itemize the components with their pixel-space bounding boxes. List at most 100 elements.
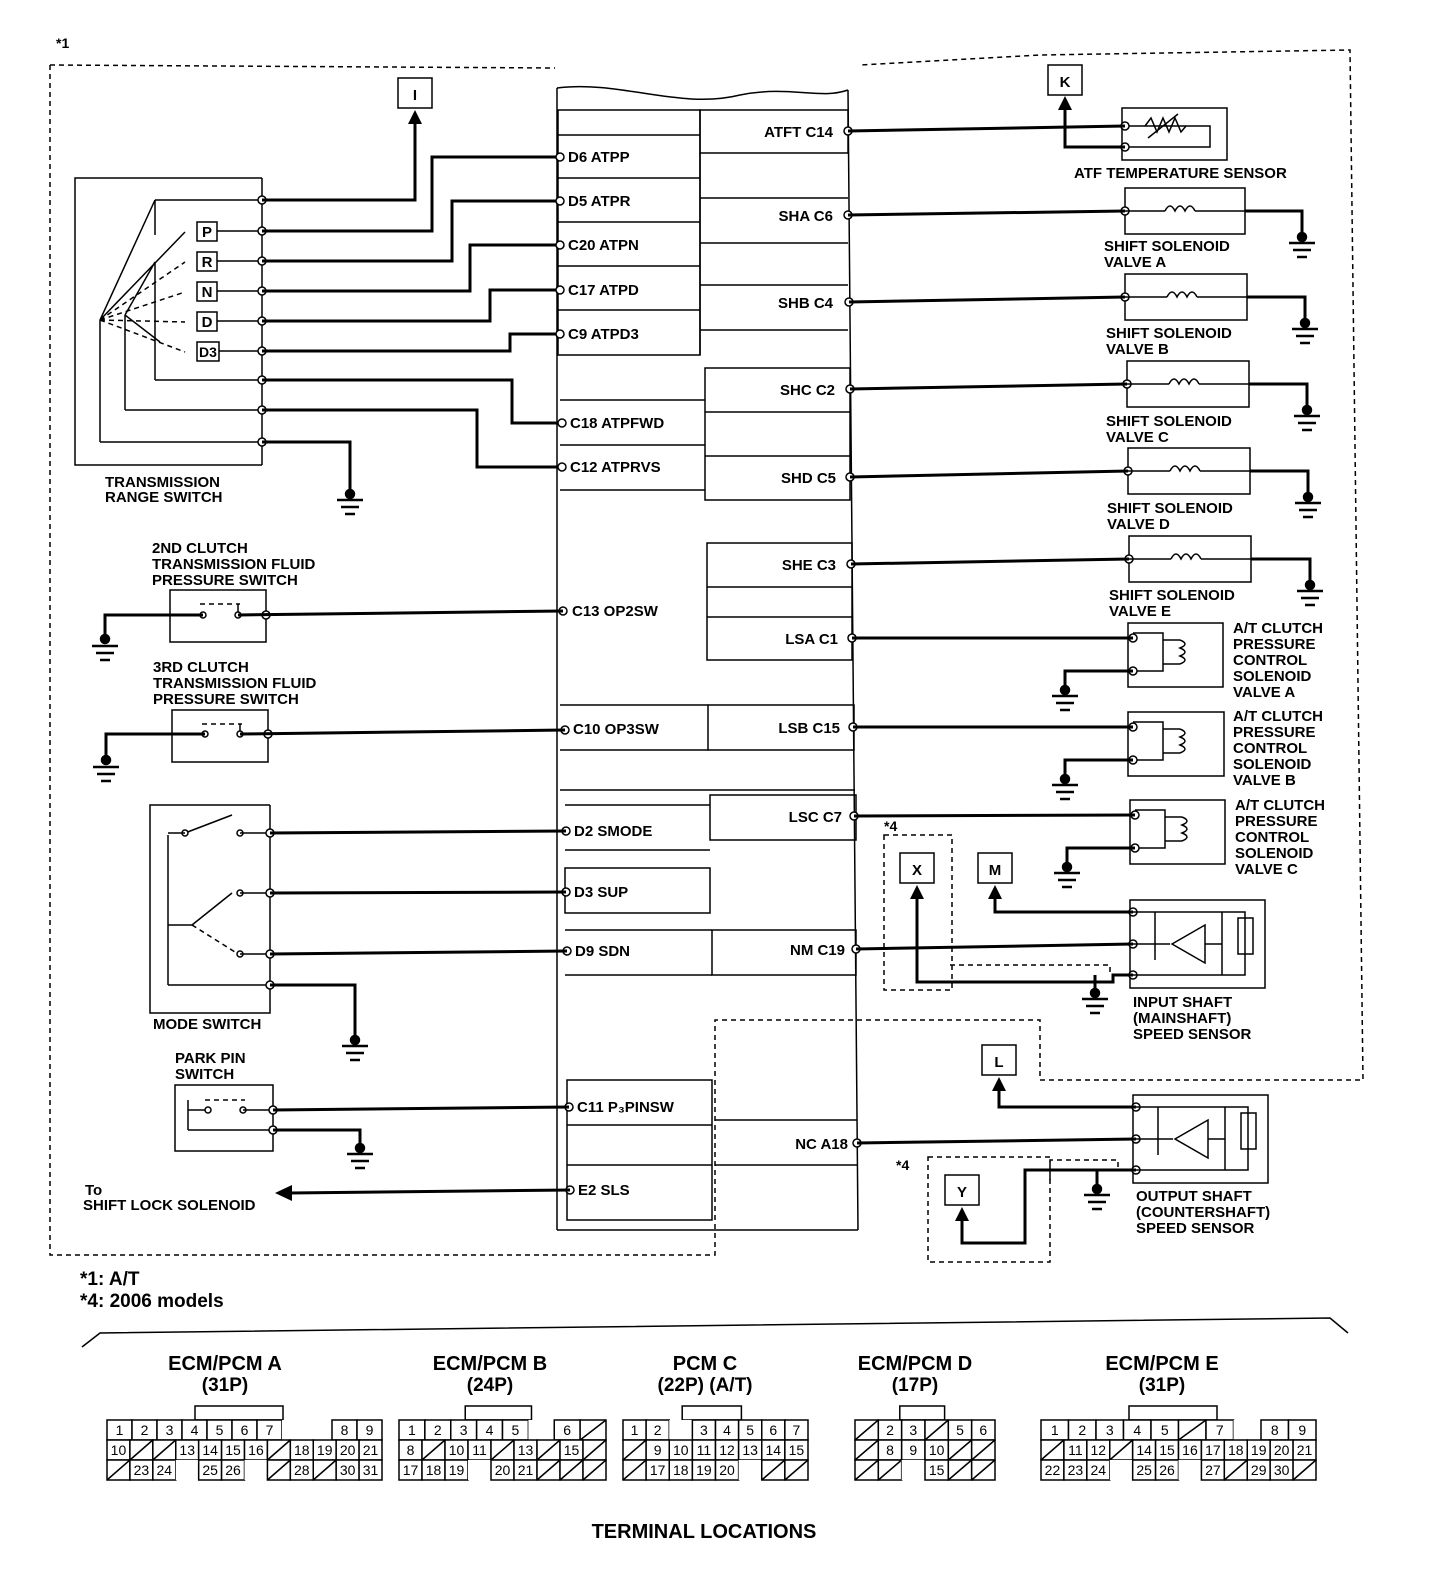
terminal-number: 3 — [700, 1422, 708, 1438]
terminal-blank-slash — [877, 1459, 903, 1481]
svg-text:SOLENOID: SOLENOID — [1233, 756, 1312, 773]
pin-lsb-c15: LSB C15 — [778, 720, 840, 737]
terminal-number: 6 — [241, 1422, 249, 1438]
note-star4-output: *4 — [896, 1157, 909, 1173]
svg-text:OUTPUT SHAFT: OUTPUT SHAFT — [1136, 1188, 1252, 1205]
range-position-d: D — [196, 311, 218, 332]
pin-c20-atpn: C20 ATPN — [568, 237, 639, 254]
terminal-number: 3 — [166, 1422, 174, 1438]
terminal-number: 20 — [719, 1462, 735, 1478]
terminal-blank-slash — [559, 1459, 584, 1481]
op3-ground-wire — [104, 732, 205, 758]
pin-lsa-c1: LSA C1 — [785, 631, 838, 648]
input-dashed-route — [950, 964, 1111, 975]
pin-nm-c19: NM C19 — [790, 942, 845, 959]
terminal-number: 17 — [650, 1462, 666, 1478]
terminal-number: 7 — [1216, 1422, 1224, 1438]
pin-atft-c14: ATFT C14 — [764, 124, 834, 141]
arrow-up-m — [988, 885, 1002, 899]
terminal-number: 8 — [407, 1442, 415, 1458]
svg-text:ATF TEMPERATURE SENSOR: ATF TEMPERATURE SENSOR — [1074, 165, 1287, 182]
svg-text:(MAINSHAFT): (MAINSHAFT) — [1133, 1010, 1231, 1027]
note-star1: *1 — [56, 35, 69, 51]
terminal-number: 18 — [426, 1462, 442, 1478]
terminal-number: 21 — [518, 1462, 534, 1478]
terminal-number: 5 — [216, 1422, 224, 1438]
terminal-number: 9 — [366, 1422, 374, 1438]
pin-c18-atpfwd: C18 ATPFWD — [570, 415, 664, 432]
terminal-number: 4 — [191, 1422, 199, 1438]
terminal-cell — [738, 1460, 762, 1480]
op2-ground-wire — [103, 613, 203, 637]
terminal-number: 22 — [1045, 1462, 1061, 1478]
terminal-number: 2 — [886, 1422, 894, 1438]
terminal-number: 5 — [956, 1422, 964, 1438]
terminal-blank-slash — [129, 1439, 154, 1461]
svg-text:A/T CLUTCH: A/T CLUTCH — [1235, 797, 1325, 814]
terminal-blank-slash — [784, 1459, 809, 1481]
terminal-number: 7 — [793, 1422, 801, 1438]
terminal-number: 19 — [317, 1442, 333, 1458]
atf-temperature-sensor: ATF TEMPERATURE SENSOR — [1074, 107, 1287, 182]
sls-wire — [289, 1188, 571, 1195]
lsb-solenoid: A/T CLUTCH PRESSURE CONTROL SOLENOID VAL… — [1127, 708, 1323, 789]
terminal-number: 5 — [1161, 1422, 1169, 1438]
terminal-blank-slash — [622, 1439, 647, 1461]
terminal-cell — [669, 1420, 693, 1440]
terminal-number: 17 — [403, 1462, 419, 1478]
terminal-cell — [1178, 1460, 1202, 1480]
terminal-blank-slash — [854, 1419, 879, 1441]
svg-text:K: K — [1060, 74, 1071, 91]
svg-text:D3: D3 — [199, 344, 217, 360]
terminal-number: 19 — [449, 1462, 465, 1478]
terminal-cell — [175, 1460, 199, 1480]
terminal-number: 27 — [1205, 1462, 1221, 1478]
shift-solenoid-d: SHIFT SOLENOID VALVE D — [1107, 447, 1251, 533]
svg-text:SWITCH: SWITCH — [175, 1066, 234, 1083]
ground-icon — [342, 1034, 368, 1062]
terminal-blank-slash — [582, 1459, 607, 1481]
pin-d3-sup: D3 SUP — [574, 884, 628, 901]
terminal-number: 16 — [248, 1442, 264, 1458]
terminal-number: 7 — [266, 1422, 274, 1438]
terminal-cell — [1109, 1460, 1133, 1480]
mode-switch-wires — [269, 829, 568, 1038]
terminal-blank-slash — [106, 1459, 131, 1481]
terminal-connector-name: ECM/PCM D — [858, 1353, 972, 1375]
terminal-number: 26 — [1159, 1462, 1175, 1478]
terminal-blank-slash — [1292, 1459, 1317, 1481]
pcm-body — [556, 85, 859, 1231]
terminal-number: 25 — [1136, 1462, 1152, 1478]
svg-text:PARK PIN: PARK PIN — [175, 1050, 246, 1067]
terminal-blank-slash — [536, 1459, 561, 1481]
pcm-left-pins: D6 ATPP D5 ATPR C20 ATPN C17 ATPD C9 ATP… — [568, 149, 675, 1199]
linear-solenoid-wires — [852, 636, 1136, 864]
svg-text:CONTROL: CONTROL — [1235, 829, 1309, 846]
terminal-number: 24 — [157, 1462, 173, 1478]
terminal-blank-slash — [1178, 1419, 1207, 1441]
terminal-connector-name: PCM C — [673, 1353, 737, 1375]
terminal-number: 14 — [1136, 1442, 1152, 1458]
terminal-cell — [307, 1420, 332, 1440]
svg-text:X: X — [912, 862, 922, 879]
svg-text:SHIFT SOLENOID: SHIFT SOLENOID — [1109, 587, 1235, 604]
terminal-number: 30 — [340, 1462, 356, 1478]
terminal-number: 5 — [746, 1422, 754, 1438]
transmission-range-switch: P R N D D3 — [74, 177, 267, 506]
svg-text:VALVE C: VALVE C — [1106, 429, 1169, 446]
terminal-number: 20 — [495, 1462, 511, 1478]
terminal-number: 23 — [1068, 1462, 1084, 1478]
svg-text:CONTROL: CONTROL — [1233, 740, 1307, 757]
terminal-number: 3 — [1106, 1422, 1114, 1438]
terminal-number: 20 — [1274, 1442, 1290, 1458]
svg-text:M: M — [989, 862, 1002, 879]
svg-text:L: L — [994, 1054, 1003, 1071]
terminal-number: 2 — [1078, 1422, 1086, 1438]
svg-text:SOLENOID: SOLENOID — [1233, 668, 1312, 685]
range-position-r: R — [196, 251, 218, 272]
terminal-cell — [358, 1459, 383, 1481]
pin-c11-ppinsw: C11 P₃PINSW — [577, 1099, 675, 1116]
terminal-blank-slash — [947, 1439, 973, 1461]
